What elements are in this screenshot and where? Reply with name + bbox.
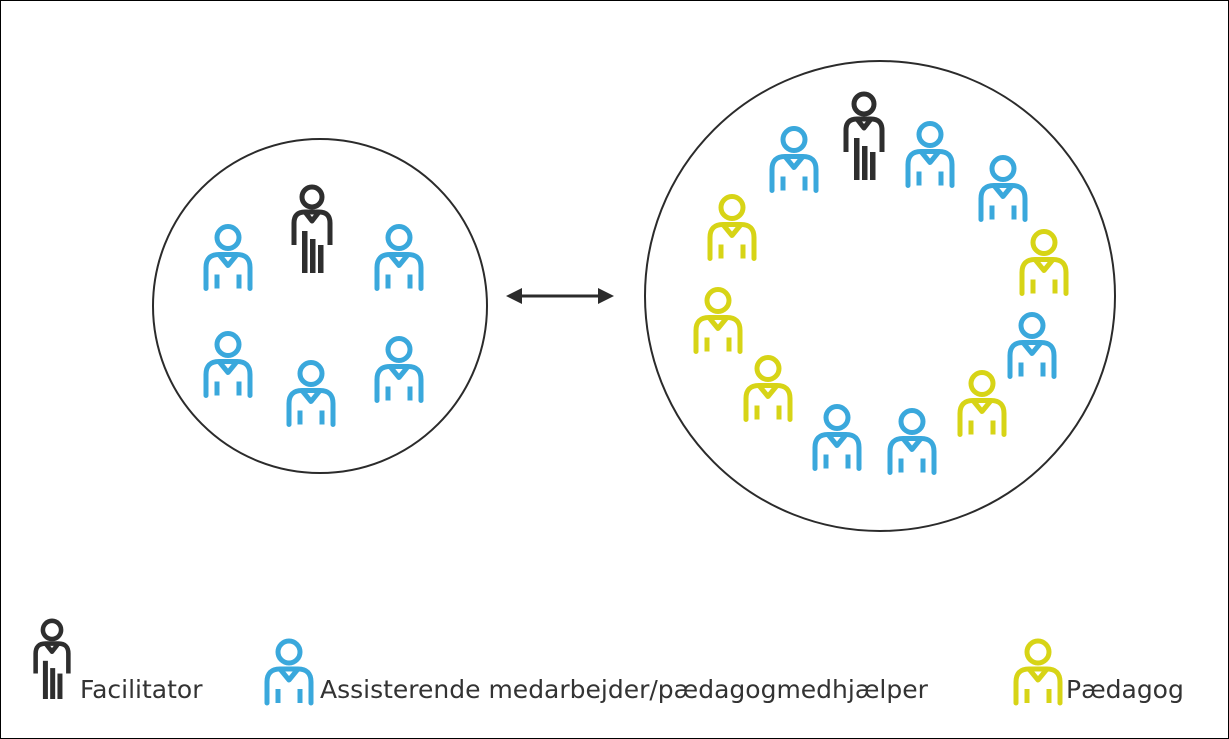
paedagog-person-icon (696, 290, 740, 352)
legend-paedagog-label: Pædagog (1066, 675, 1184, 704)
large-group (644, 60, 1116, 532)
paedagog-person-icon (746, 358, 790, 420)
legend-facilitator-label: Facilitator (80, 675, 203, 704)
large-group-circle (644, 60, 1116, 532)
assistant-person-icon (206, 227, 250, 289)
paedagog-person-icon (1016, 641, 1060, 703)
assistant-person-icon (815, 407, 859, 469)
legend-assistant-label: Assisterende medarbejder/pædagogmedhjælp… (320, 675, 929, 704)
paedagog-person-icon (1022, 232, 1066, 294)
facilitator-icon (36, 621, 69, 699)
assistant-person-icon (289, 363, 333, 425)
assistant-person-icon (267, 641, 311, 703)
small-group (152, 138, 488, 474)
paedagog-person-icon (710, 197, 754, 259)
facilitator-icon (294, 187, 330, 273)
double-arrow-icon (506, 288, 614, 304)
assistant-person-icon (377, 227, 421, 289)
facilitator-icon (846, 94, 882, 180)
small-group-circle (152, 138, 488, 474)
assistant-person-icon (206, 334, 250, 396)
assistant-person-icon (908, 124, 952, 186)
assistant-person-icon (772, 129, 816, 191)
paedagog-person-icon (960, 373, 1004, 435)
assistant-person-icon (981, 158, 1025, 220)
assistant-person-icon (890, 411, 934, 473)
assistant-person-icon (377, 339, 421, 401)
legend: Facilitator Assisterende medarbejder/pæd… (36, 621, 1184, 704)
assistant-person-icon (1010, 315, 1054, 377)
